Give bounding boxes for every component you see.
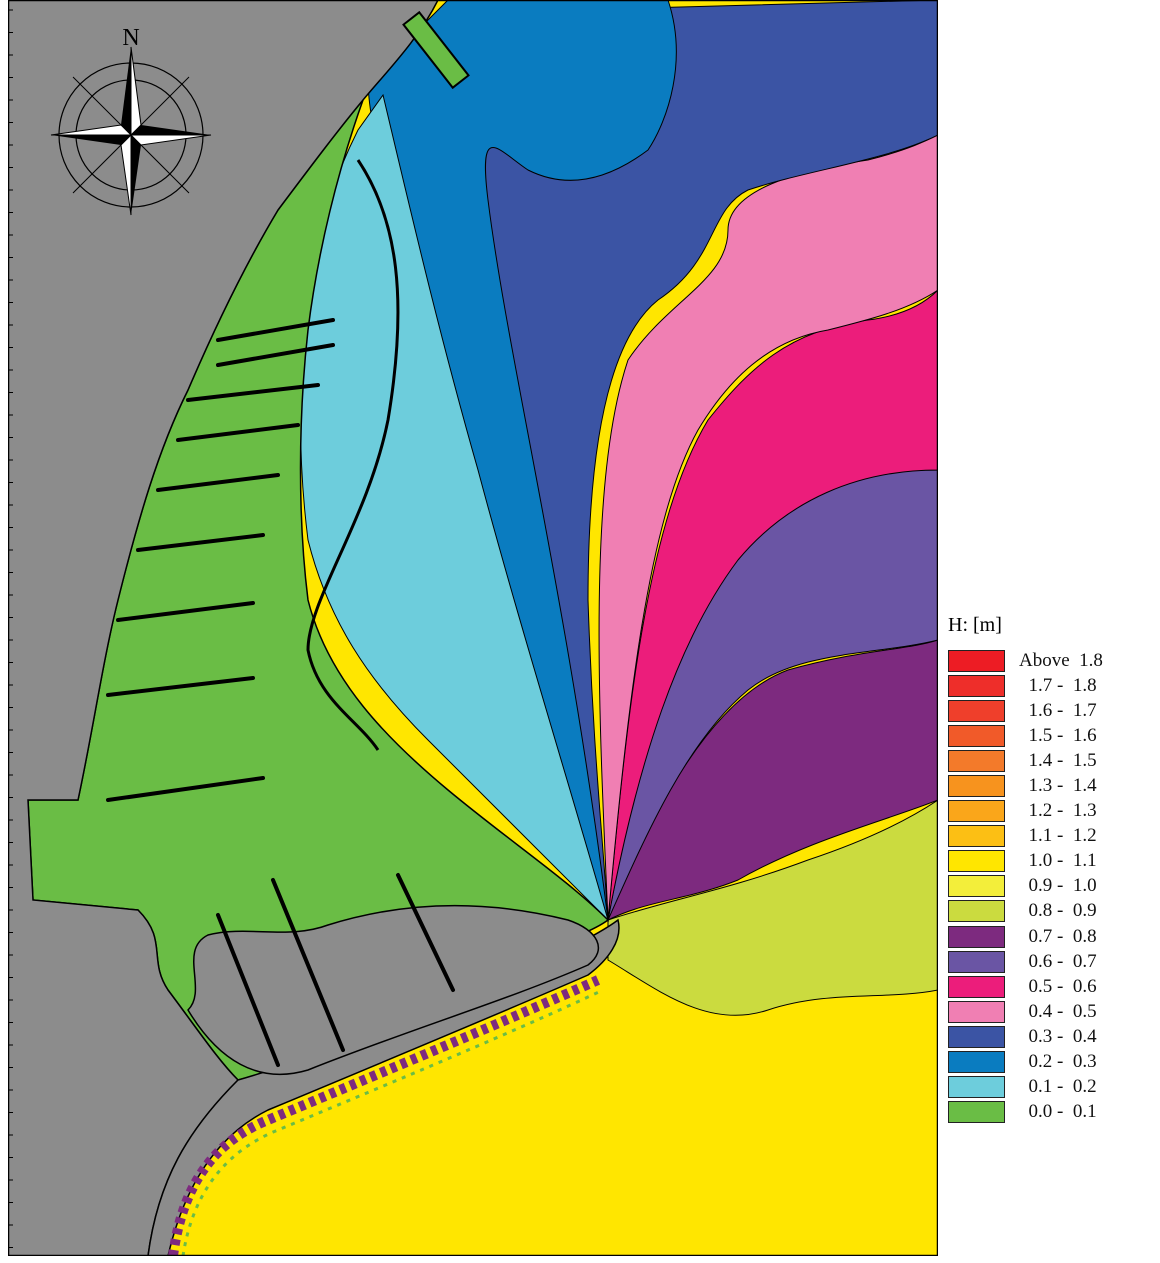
legend-swatch <box>948 649 1005 672</box>
legend-swatch <box>948 1025 1005 1048</box>
legend-label: 0.5 - 0.6 <box>1019 975 1097 997</box>
legend-row: 0.0 - 0.1 <box>948 1100 1153 1125</box>
legend-label: 1.5 - 1.6 <box>1019 724 1097 746</box>
legend-label: 0.9 - 1.0 <box>1019 875 1097 897</box>
legend-row: 0.1 - 0.2 <box>948 1075 1153 1100</box>
legend-swatch <box>948 775 1005 798</box>
legend-label: 0.1 - 0.2 <box>1019 1076 1097 1098</box>
legend-label: 1.6 - 1.7 <box>1019 699 1097 721</box>
legend-swatch <box>948 1101 1005 1124</box>
legend-label: 1.4 - 1.5 <box>1019 749 1097 771</box>
legend-row: 1.7 - 1.8 <box>948 673 1153 698</box>
legend-label: 1.7 - 1.8 <box>1019 674 1097 696</box>
band-0.4-0.5 <box>598 134 938 921</box>
legend-swatch <box>948 875 1005 898</box>
legend-row: 1.5 - 1.6 <box>948 723 1153 748</box>
legend-label: 0.7 - 0.8 <box>1019 925 1097 947</box>
legend-title: H: [m] <box>948 614 1002 636</box>
legend-label: Above 1.8 <box>1019 649 1103 671</box>
map-ticks <box>8 9 13 1248</box>
legend-row: 0.7 - 0.8 <box>948 924 1153 949</box>
wave-height-bands <box>300 0 938 1016</box>
legend-swatch <box>948 925 1005 948</box>
legend-label: 0.2 - 0.3 <box>1019 1051 1097 1073</box>
legend-label: 1.0 - 1.1 <box>1019 850 1097 872</box>
legend-row: 0.2 - 0.3 <box>948 1050 1153 1075</box>
legend-row: 1.0 - 1.1 <box>948 849 1153 874</box>
legend-swatch <box>948 749 1005 772</box>
pontoons <box>106 318 455 1067</box>
legend-label: 0.0 - 0.1 <box>1019 1101 1097 1123</box>
legend-label: 0.3 - 0.4 <box>1019 1025 1097 1047</box>
legend-swatch <box>948 699 1005 722</box>
legend-row: 0.9 - 1.0 <box>948 874 1153 899</box>
land-west[interactable] <box>8 0 439 1256</box>
map-border <box>8 0 938 1256</box>
legend-swatch <box>948 1000 1005 1023</box>
legend-label: 0.6 - 0.7 <box>1019 950 1097 972</box>
legend-swatch <box>948 900 1005 923</box>
wave-height-map: N <box>8 0 938 1256</box>
legend-swatch <box>948 674 1005 697</box>
legend-row: 1.6 - 1.7 <box>948 698 1153 723</box>
legend-label: 1.3 - 1.4 <box>1019 775 1097 797</box>
legend-swatch <box>948 1076 1005 1099</box>
legend-row: 0.3 - 0.4 <box>948 1024 1153 1049</box>
legend-row: Above 1.8 <box>948 648 1153 673</box>
legend-rows: Above 1.8 1.7 - 1.8 1.6 - 1.7 1.5 - 1.6 … <box>948 648 1153 1125</box>
legend-row: 1.1 - 1.2 <box>948 824 1153 849</box>
legend: H: [m] Above 1.8 1.7 - 1.8 1.6 - 1.7 1.5… <box>948 612 1153 1125</box>
band-0.5-0.6 <box>607 289 938 921</box>
legend-swatch <box>948 1051 1005 1074</box>
land-pier-tip[interactable] <box>187 904 600 1075</box>
legend-swatch <box>948 825 1005 848</box>
north-pier <box>402 10 470 90</box>
legend-row: 1.4 - 1.5 <box>948 748 1153 773</box>
legend-label: 0.8 - 0.9 <box>1019 900 1097 922</box>
compass-north-label: N <box>122 25 139 51</box>
legend-row: 0.8 - 0.9 <box>948 899 1153 924</box>
legend-row: 0.5 - 0.6 <box>948 974 1153 999</box>
legend-row: 1.3 - 1.4 <box>948 773 1153 798</box>
legend-label: 0.4 - 0.5 <box>1019 1000 1097 1022</box>
legend-swatch <box>948 724 1005 747</box>
legend-swatch <box>948 975 1005 998</box>
legend-row: 0.4 - 0.5 <box>948 999 1153 1024</box>
band-0.8-0.9 <box>607 799 938 1016</box>
legend-swatch <box>948 950 1005 973</box>
legend-label: 1.2 - 1.3 <box>1019 800 1097 822</box>
channel-line <box>306 159 400 751</box>
legend-row: 0.6 - 0.7 <box>948 949 1153 974</box>
legend-label: 1.1 - 1.2 <box>1019 825 1097 847</box>
compass-rose: N <box>50 25 212 216</box>
legend-row: 1.2 - 1.3 <box>948 799 1153 824</box>
legend-swatch <box>948 800 1005 823</box>
legend-swatch <box>948 850 1005 873</box>
